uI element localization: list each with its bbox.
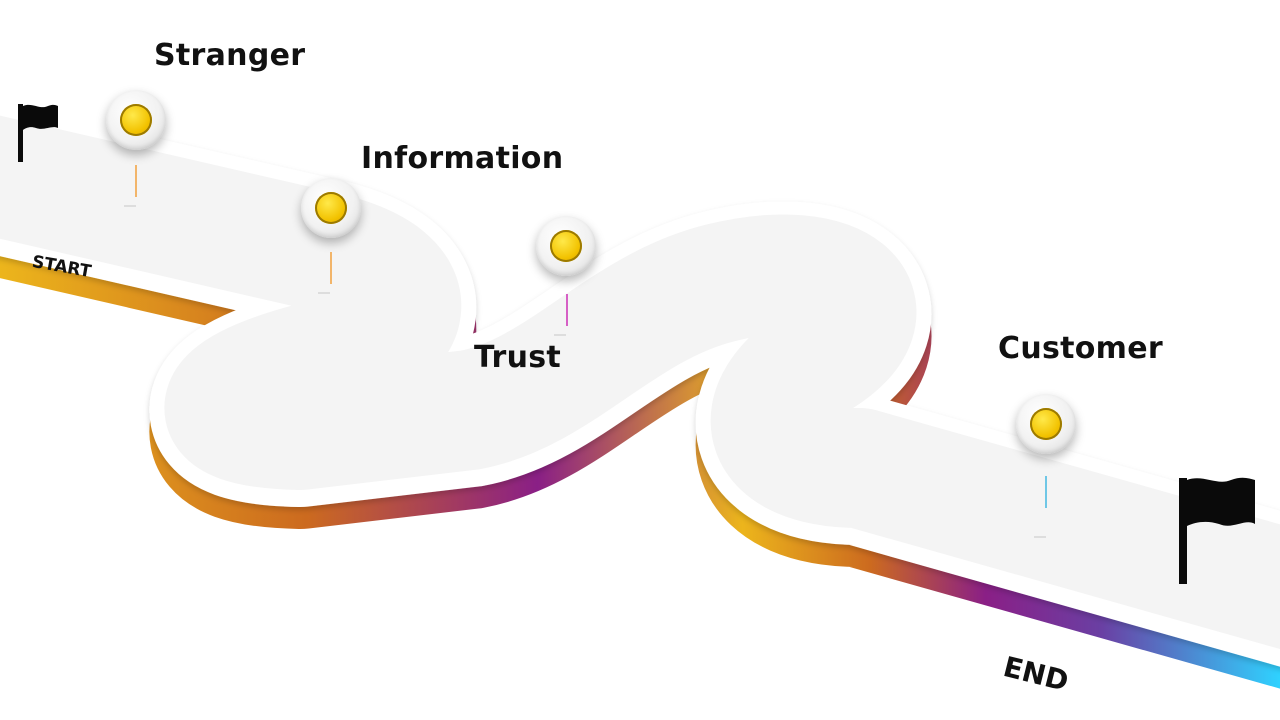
stage-marker-trust — [536, 216, 596, 276]
stage-marker-stranger — [106, 90, 166, 150]
stage-marker-customer — [1016, 394, 1076, 454]
marker-dot-icon — [120, 104, 152, 136]
stage-label-information: Information — [361, 141, 564, 176]
stage-label-trust: Trust — [474, 340, 562, 375]
stage-stem-trust — [566, 294, 568, 326]
stage-stem-base — [124, 205, 136, 207]
stage-stem-customer — [1045, 476, 1047, 508]
marker-dot-icon — [1030, 408, 1062, 440]
stage-stem-base — [1034, 536, 1046, 538]
stage-marker-information — [301, 178, 361, 238]
stage-label-stranger: Stranger — [154, 38, 306, 73]
road-highlight — [0, 115, 1280, 650]
stage-label-customer: Customer — [998, 331, 1163, 366]
stage-stem-base — [554, 334, 566, 336]
marker-dot-icon — [315, 192, 347, 224]
stage-stem-information — [330, 252, 332, 284]
end-flag-icon — [1179, 477, 1255, 584]
stage-stem-base — [318, 292, 330, 294]
start-flag-icon — [18, 104, 58, 162]
marker-dot-icon — [550, 230, 582, 262]
stage-stem-stranger — [135, 165, 137, 197]
